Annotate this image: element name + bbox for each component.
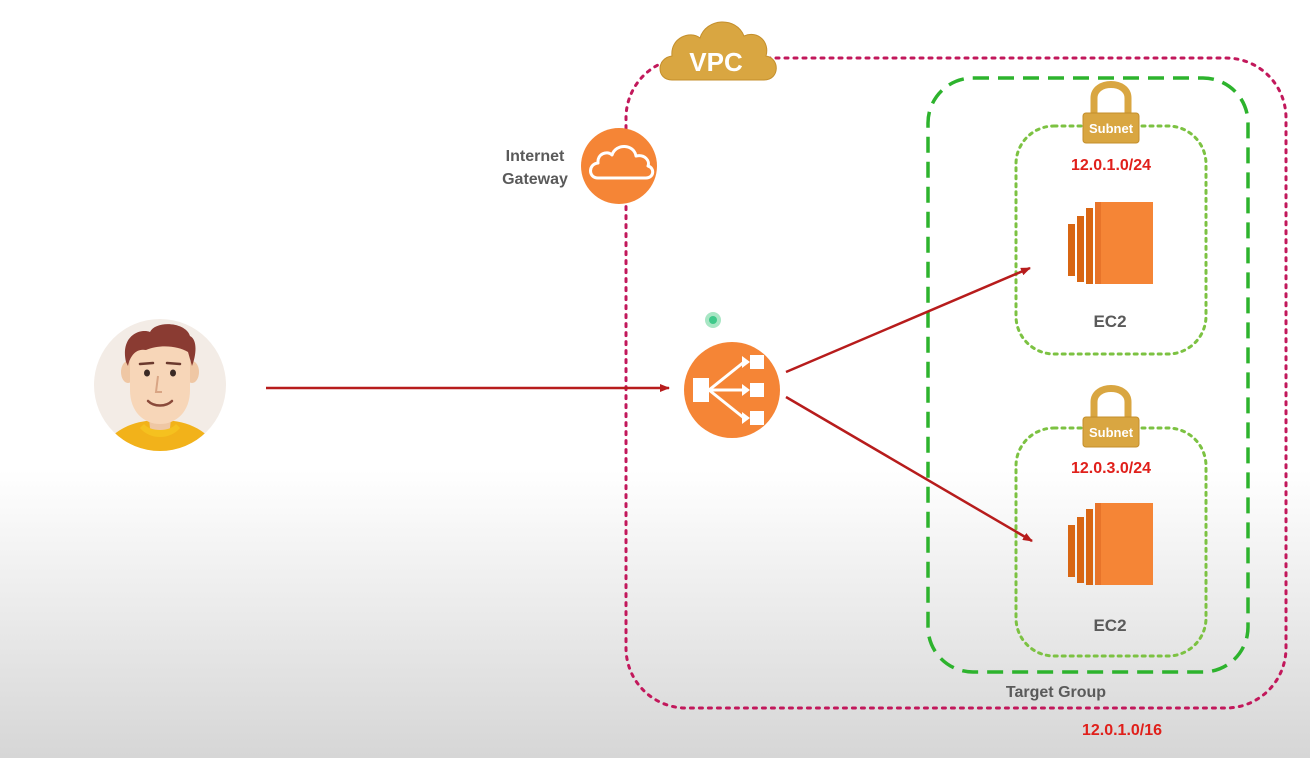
internet-gateway-label-line2: Gateway: [502, 171, 568, 188]
ec2-label-1: EC2: [1093, 312, 1126, 331]
arrow-load-balancer-to-ec2-2: [785, 395, 1033, 543]
ec2-instance-icon-1: [1068, 202, 1153, 284]
vpc-cidr: 12.0.1.0/16: [1082, 722, 1162, 739]
target-group-boundary: [926, 76, 1250, 674]
vpc-cloud-icon: [659, 21, 777, 81]
internet-gateway-label-line1: Internet: [506, 148, 565, 165]
subnet-lock-icon-1: [1082, 81, 1140, 144]
target-group-label: Target Group: [1006, 684, 1106, 701]
load-balancer-icon: [684, 342, 780, 438]
subnet-cidr-2: 12.0.3.0/24: [1071, 460, 1151, 477]
vpc-label: VPC: [689, 47, 743, 77]
arrow-load-balancer-to-ec2-1: [785, 266, 1031, 374]
internet-gateway-icon: [581, 128, 657, 204]
cursor-indicator-dot: [705, 312, 721, 328]
user-avatar-icon: [94, 319, 226, 451]
subnet-lock-icon-2: [1082, 385, 1140, 448]
subnet-cidr-1: 12.0.1.0/24: [1071, 157, 1151, 174]
subnet-badge-2: Subnet: [1089, 425, 1134, 440]
ec2-label-2: EC2: [1093, 616, 1126, 635]
subnet-badge-1: Subnet: [1089, 121, 1134, 136]
vpc-boundary: [624, 56, 1288, 710]
ec2-instance-icon-2: [1068, 503, 1153, 585]
